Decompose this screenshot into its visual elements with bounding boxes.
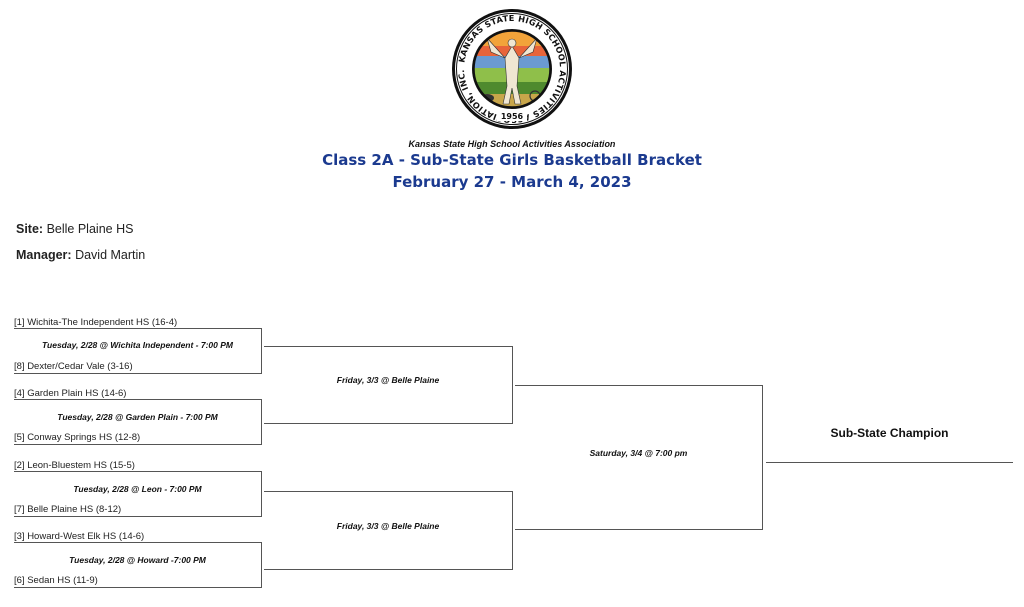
team-4-garden-plain: [4] Garden Plain HS (14-6) <box>14 388 127 399</box>
first-round-game-4 <box>14 542 262 588</box>
champion-label: Sub-State Champion <box>830 426 949 440</box>
manager-info: Manager: David Martin <box>16 248 145 262</box>
first-round-game-2-info: Tuesday, 2/28 @ Garden Plain - 7:00 PM <box>57 412 218 422</box>
first-round-game-3-info: Tuesday, 2/28 @ Leon - 7:00 PM <box>73 484 202 494</box>
kshsaa-logo: KANSAS STATE HIGH SCHOOL ACTIVITIES ASSO… <box>451 8 573 130</box>
final-game-info: Saturday, 3/4 @ 7:00 pm <box>589 448 688 458</box>
champion-line <box>766 462 1013 463</box>
team-8-dexter-cedar-vale: [8] Dexter/Cedar Vale (3-16) <box>14 361 133 372</box>
manager-label: Manager: <box>16 248 72 262</box>
page-dates: February 27 - March 4, 2023 <box>392 173 632 191</box>
team-2-leon-bluestem: [2] Leon-Bluestem HS (15-5) <box>14 460 135 471</box>
first-round-game-2 <box>14 399 262 445</box>
semifinal-game-1 <box>264 346 513 424</box>
team-3-howard-west-elk: [3] Howard-West Elk HS (14-6) <box>14 531 145 542</box>
page-title: Class 2A - Sub-State Girls Basketball Br… <box>322 151 702 169</box>
team-7-belle-plaine: [7] Belle Plaine HS (8-12) <box>14 504 122 515</box>
kshsaa-seal-icon: KANSAS STATE HIGH SCHOOL ACTIVITIES ASSO… <box>452 9 572 129</box>
first-round-game-3 <box>14 471 262 517</box>
team-1-wichita-independent: [1] Wichita-The Independent HS (16-4) <box>14 317 178 328</box>
first-round-game-1 <box>14 328 262 374</box>
site-info: Site: Belle Plaine HS <box>16 222 133 236</box>
organization-name: Kansas State High School Activities Asso… <box>408 139 616 149</box>
first-round-game-4-info: Tuesday, 2/28 @ Howard -7:00 PM <box>69 555 206 565</box>
site-value: Belle Plaine HS <box>46 222 134 236</box>
logo-year: 1956 <box>501 112 524 121</box>
team-5-conway-springs: [5] Conway Springs HS (12-8) <box>14 432 141 443</box>
first-round-game-1-info: Tuesday, 2/28 @ Wichita Independent - 7:… <box>41 340 233 350</box>
team-6-sedan: [6] Sedan HS (11-9) <box>14 575 98 586</box>
site-label: Site: <box>16 222 44 236</box>
semifinal-game-2 <box>264 491 513 570</box>
final-game <box>515 385 763 530</box>
manager-value: David Martin <box>75 248 146 262</box>
semifinal-game-2-info: Friday, 3/3 @ Belle Plaine <box>336 521 440 531</box>
semifinal-game-1-info: Friday, 3/3 @ Belle Plaine <box>336 375 440 385</box>
